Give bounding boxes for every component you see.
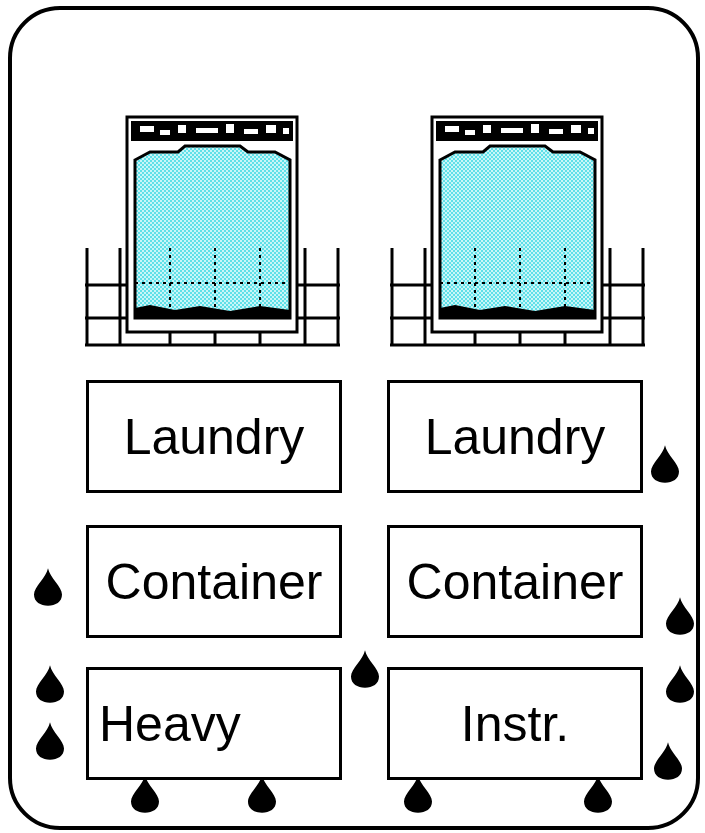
button-label: Instr. bbox=[461, 699, 569, 749]
button-label: Laundry bbox=[425, 412, 606, 462]
container-button: Container bbox=[86, 525, 342, 638]
heavy-button: Heavy bbox=[86, 667, 342, 780]
left-washer bbox=[85, 117, 340, 345]
button-label: Laundry bbox=[124, 412, 305, 462]
water-drops bbox=[34, 445, 694, 812]
panel-frame bbox=[10, 8, 698, 828]
laundry-button: Laundry bbox=[387, 380, 643, 493]
instr-button: Instr. bbox=[387, 667, 643, 780]
container-button: Container bbox=[387, 525, 643, 638]
button-label: Container bbox=[106, 557, 323, 607]
laundry-button: Laundry bbox=[86, 380, 342, 493]
button-label: Heavy bbox=[99, 699, 241, 749]
right-washer bbox=[390, 117, 645, 345]
button-label: Container bbox=[407, 557, 624, 607]
